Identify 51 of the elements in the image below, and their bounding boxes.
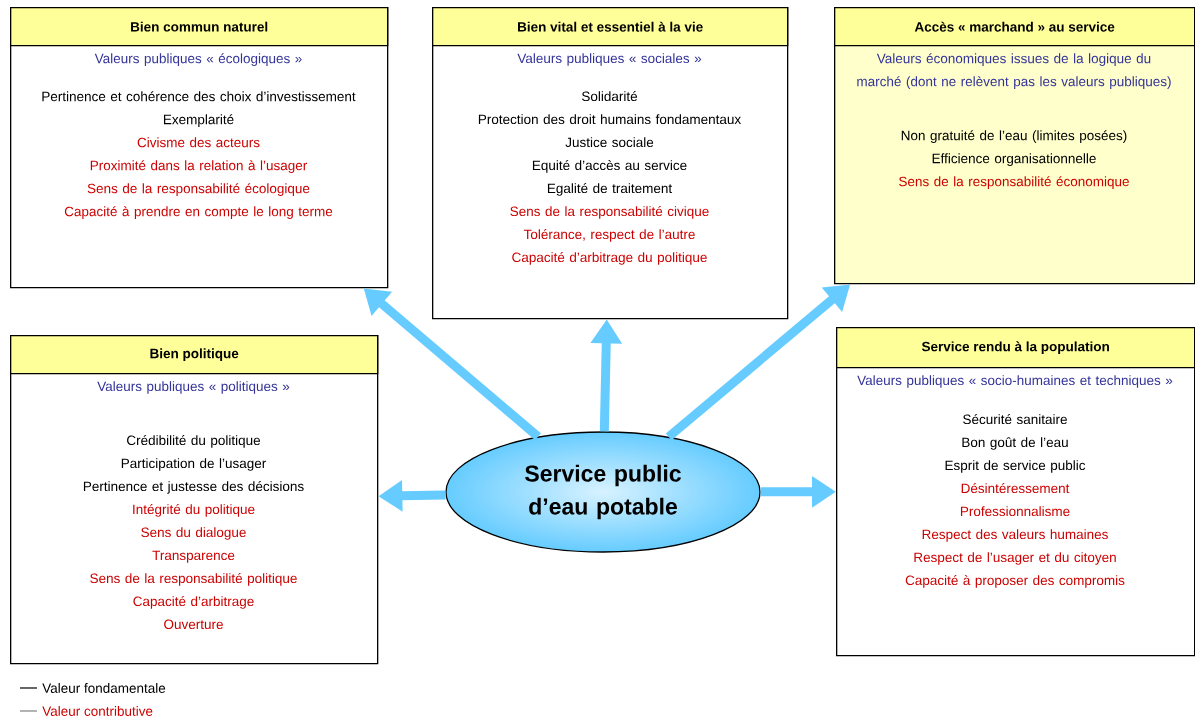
subtitle: Valeurs économiques issues de la logique du marché (dont ne relèvent pas les valeurs publiques) <box>857 53 1171 89</box>
value-box <box>10 335 379 665</box>
value-item: Justice sociale <box>565 137 654 148</box>
value-item: Sens de la responsabilité politique <box>90 573 297 586</box>
value-item: Civisme des acteurs <box>137 137 260 148</box>
value-item: Efficience organisationnelle <box>932 153 1096 166</box>
value-item: Capacité à proposer des compromis <box>905 575 1125 588</box>
value-item: Respect de l’usager et du citoyen <box>914 552 1116 565</box>
value-item: Pertinence et cohérence des choix d’investissement <box>42 91 356 102</box>
value-item: Egalité de traitement <box>547 183 673 196</box>
value-box <box>10 7 389 289</box>
subtitle: Valeurs publiques « écologiques » <box>94 53 302 66</box>
value-box <box>834 7 1195 285</box>
header-band: Accès « marchand » au service <box>834 7 1195 47</box>
value-item: Pertinence et justesse des décisions <box>83 481 304 494</box>
value-item: Respect des valeurs humaines <box>922 529 1108 542</box>
subtitle: Valeurs publiques « politiques » <box>97 381 290 394</box>
value-box <box>432 7 789 320</box>
header-band: Service rendu à la population <box>836 327 1195 369</box>
value-item: Sens de la responsabilité économique <box>899 176 1129 189</box>
value-item: Non gratuité de l’eau (limites posées) <box>901 130 1127 143</box>
value-item: Solidarité <box>581 91 638 102</box>
value-box <box>836 327 1195 657</box>
value-item: Intégrité du politique <box>133 504 255 517</box>
subtitle: Valeurs publiques « socio-humaines et techniques » <box>857 375 1173 388</box>
legend-item: Valeur fondamentale <box>19 683 166 693</box>
subtitle: Valeurs publiques « sociales » <box>517 53 702 66</box>
value-item: Capacité d’arbitrage du politique <box>512 252 707 265</box>
value-item: Sécurité sanitaire <box>963 414 1067 425</box>
value-item: Proximité dans la relation à l’usager <box>90 160 308 173</box>
value-item: Crédibilité du politique <box>127 435 261 448</box>
header-band: Bien commun naturel <box>10 7 389 47</box>
value-item: Capacité d’arbitrage <box>133 596 254 609</box>
value-item: Sens de la responsabilité écologique <box>87 183 310 196</box>
legend-item: Valeur contributive <box>19 706 153 716</box>
value-item: Participation de l’usager <box>121 458 267 471</box>
value-item: Esprit de service public <box>945 460 1086 473</box>
header-band: Bien politique <box>10 335 379 375</box>
value-item: Transparence <box>152 550 235 563</box>
value-item: Protection des droit humains fondamentaux <box>478 114 741 125</box>
header-band: Bien vital et essentiel à la vie <box>432 7 789 47</box>
value-item: Ouverture <box>164 619 223 630</box>
value-item: Sens du dialogue <box>141 527 246 540</box>
value-item: Bon goût de l’eau <box>962 437 1068 450</box>
value-item: Exemplarité <box>164 114 234 127</box>
value-item: Capacité à prendre en compte le long terme <box>64 206 333 219</box>
value-item: Tolérance, respect de l’autre <box>523 229 695 242</box>
value-item: Désintéressement <box>961 483 1070 494</box>
value-item: Professionnalisme <box>960 506 1070 517</box>
value-item: Sens de la responsabilité civique <box>510 206 709 219</box>
value-item: Equité d’accès au service <box>532 160 687 173</box>
